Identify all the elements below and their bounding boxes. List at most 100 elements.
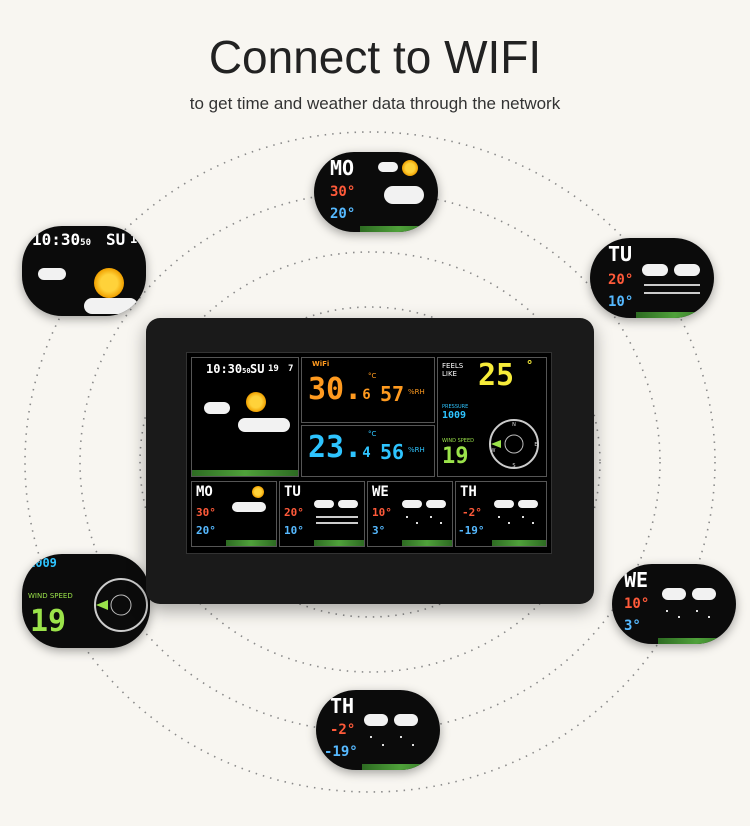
rain-icon bbox=[708, 616, 710, 618]
cloud-icon bbox=[84, 298, 138, 314]
cloud-icon bbox=[494, 500, 514, 508]
cloud-icon bbox=[692, 588, 716, 600]
forecast-monday: MO 30° 20° bbox=[191, 481, 277, 547]
cloud-icon bbox=[518, 500, 538, 508]
weather-station-device: 10:3050 SU 19 7 WiFi 30.6 °C 57 %RH 23.4… bbox=[146, 318, 594, 604]
high-temp: 20° bbox=[284, 506, 304, 519]
outdoor-temp-unit: °C bbox=[368, 372, 377, 380]
rain-icon bbox=[440, 522, 442, 524]
day-label: TU bbox=[608, 242, 633, 266]
clock-bubble: 10:3050 SU 19 bbox=[22, 226, 146, 316]
outdoor-humidity: 57 bbox=[380, 382, 405, 406]
day-label: MO bbox=[196, 484, 213, 500]
sun-icon bbox=[402, 160, 418, 176]
page-title: Connect to WIFI bbox=[208, 31, 542, 83]
cloud-icon bbox=[364, 714, 388, 726]
forecast-thursday: TH -2° -19° bbox=[455, 481, 547, 547]
grass-strip bbox=[226, 540, 276, 546]
indoor-panel: 23.4 °C 56 %RH bbox=[301, 425, 435, 477]
high-temp: -2° bbox=[330, 722, 356, 738]
cloud-icon bbox=[662, 588, 686, 600]
grass-strip bbox=[492, 540, 546, 546]
cloud-icon bbox=[238, 418, 290, 432]
fog-icon bbox=[316, 522, 358, 524]
grass-strip bbox=[314, 540, 364, 546]
wind-bubble: 1009 WIND SPEED 19 bbox=[22, 554, 150, 648]
snow-icon bbox=[522, 516, 524, 518]
wind-speed-value: 19 bbox=[442, 444, 469, 469]
low-temp: -19° bbox=[458, 524, 485, 537]
high-temp: 20° bbox=[608, 272, 634, 288]
page-subtitle: to get time and weather data through the… bbox=[189, 94, 561, 113]
compass-n: N bbox=[512, 422, 516, 428]
cloud-icon bbox=[384, 186, 424, 204]
rain-icon bbox=[678, 616, 680, 618]
cloud-icon bbox=[402, 500, 422, 508]
cloud-icon bbox=[674, 264, 700, 276]
clock-month: 7 bbox=[288, 364, 294, 374]
day-label: TH bbox=[460, 484, 477, 500]
grass-strip bbox=[402, 540, 452, 546]
day-label: TU bbox=[284, 484, 301, 500]
wind-speed-label: WIND SPEED bbox=[442, 438, 474, 444]
day-label: WE bbox=[372, 484, 389, 500]
compass-icon bbox=[94, 578, 148, 632]
clock-panel: 10:3050 SU 19 7 bbox=[191, 357, 299, 477]
cloud-icon bbox=[642, 264, 668, 276]
feels-like-unit: ° bbox=[526, 358, 534, 372]
low-temp: -19° bbox=[324, 744, 358, 760]
snow-icon bbox=[400, 736, 402, 738]
forecast-wednesday: WE 10° 3° bbox=[367, 481, 453, 547]
indoor-humidity-unit: %RH bbox=[408, 446, 425, 454]
fog-icon bbox=[316, 516, 358, 518]
high-temp: 10° bbox=[372, 506, 392, 519]
feels-like-value: 25 bbox=[478, 358, 515, 393]
pressure-value: 1009 bbox=[28, 556, 57, 570]
outdoor-panel: WiFi 30.6 °C 57 %RH bbox=[301, 357, 435, 423]
indoor-temp: 23.4 bbox=[308, 430, 371, 465]
outdoor-temp: 30.6 bbox=[308, 372, 371, 407]
indoor-temp-unit: °C bbox=[368, 430, 377, 438]
forecast-tuesday: TU 20° 10° bbox=[279, 481, 365, 547]
rain-icon bbox=[406, 516, 408, 518]
clock-date: 19 bbox=[268, 364, 279, 374]
snow-icon bbox=[412, 744, 414, 746]
clock-weekday: SU bbox=[106, 230, 126, 249]
cloud-icon bbox=[394, 714, 418, 726]
low-temp: 10° bbox=[608, 294, 634, 310]
low-temp: 10° bbox=[284, 524, 304, 537]
indoor-humidity: 56 bbox=[380, 440, 405, 464]
sun-icon bbox=[246, 392, 266, 412]
snow-icon bbox=[370, 736, 372, 738]
low-temp: 20° bbox=[330, 206, 356, 222]
high-temp: 30° bbox=[196, 506, 216, 519]
compass-w: W bbox=[491, 448, 496, 454]
device-screen: 10:3050 SU 19 7 WiFi 30.6 °C 57 %RH 23.4… bbox=[186, 352, 552, 554]
rain-icon bbox=[666, 610, 668, 612]
sun-icon bbox=[252, 486, 264, 498]
sun-icon bbox=[94, 268, 124, 298]
compass-icon: N E S W bbox=[489, 419, 539, 469]
snow-icon bbox=[532, 522, 534, 524]
low-temp: 3° bbox=[624, 618, 641, 634]
low-temp: 3° bbox=[372, 524, 386, 537]
outdoor-humidity-unit: %RH bbox=[408, 388, 425, 396]
low-temp: 20° bbox=[196, 524, 216, 537]
snow-icon bbox=[508, 522, 510, 524]
cloud-icon bbox=[378, 162, 398, 172]
rain-icon bbox=[696, 610, 698, 612]
clock-date: 19 bbox=[130, 232, 145, 246]
grass-strip bbox=[192, 470, 298, 476]
high-temp: 30° bbox=[330, 184, 356, 200]
day-label: MO bbox=[330, 156, 355, 180]
cloud-icon bbox=[232, 502, 266, 512]
grass-strip bbox=[636, 312, 714, 318]
cloud-icon bbox=[38, 268, 66, 280]
forecast-bubble-thursday: TH -2° -19° bbox=[316, 690, 440, 770]
day-label: TH bbox=[330, 694, 355, 718]
clock-weekday: SU bbox=[250, 362, 265, 376]
grass-strip bbox=[362, 764, 440, 770]
snow-icon bbox=[382, 744, 384, 746]
forecast-bubble-monday: MO 30° 20° bbox=[314, 152, 438, 232]
fog-icon bbox=[644, 292, 700, 294]
